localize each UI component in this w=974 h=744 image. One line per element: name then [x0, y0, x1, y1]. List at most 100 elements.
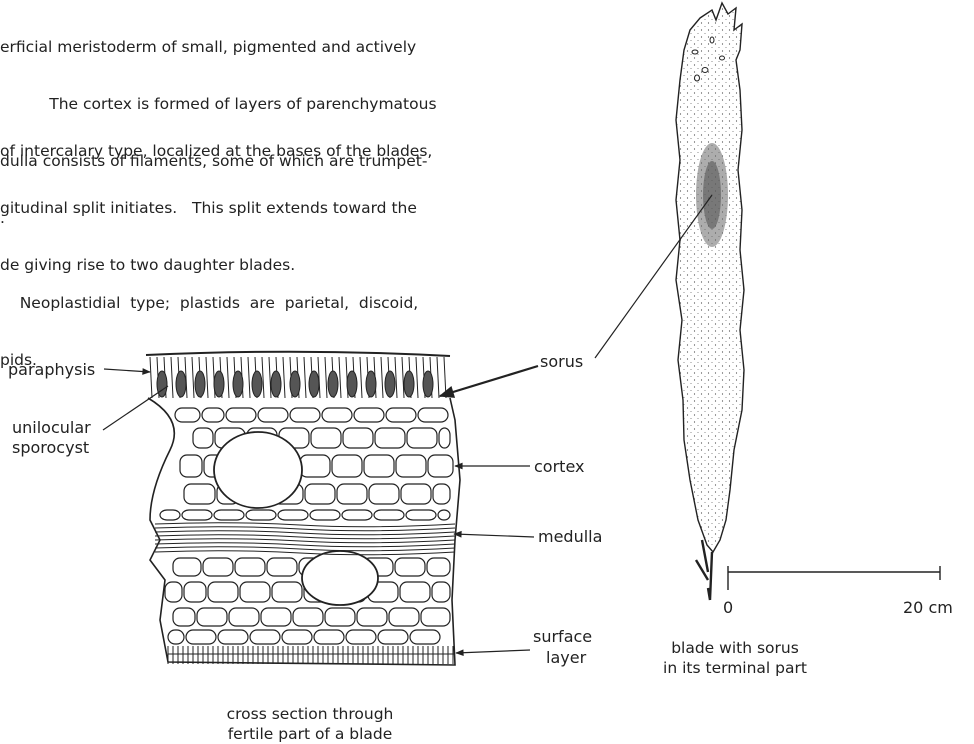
- parenchyma-cell: [180, 455, 202, 477]
- parenchyma-cell: [182, 510, 212, 520]
- parenchyma-cell: [374, 510, 404, 520]
- parenchyma-cell: [354, 408, 384, 422]
- unilocular-sporocyst: [328, 371, 338, 397]
- parenchyma-cell: [322, 408, 352, 422]
- parenchyma-cell: [332, 455, 362, 477]
- unilocular-sporocyst: [385, 371, 395, 397]
- unilocular-sporocyst: [290, 371, 300, 397]
- parenchyma-cell: [214, 510, 244, 520]
- parenchyma-cell: [293, 608, 323, 626]
- paraphysis-layer: [150, 357, 446, 398]
- parenchyma-cell: [272, 582, 302, 602]
- paraphysis-filament: [206, 357, 208, 398]
- medulla-filament: [155, 551, 455, 555]
- parenchyma-cell: [342, 510, 372, 520]
- blade-caption: blade with sorus in its terminal part: [630, 638, 840, 678]
- parenchyma-cell: [337, 484, 367, 504]
- medulla-leader: [454, 534, 534, 537]
- paraphysis-leader: [104, 369, 150, 372]
- medulla-filament: [155, 527, 455, 531]
- paraphysis-filament: [444, 357, 446, 398]
- parenchyma-cell: [290, 408, 320, 422]
- parenchyma-cell: [418, 408, 448, 422]
- parenchyma-cell: [343, 428, 373, 448]
- blade-drawing: [595, 3, 940, 600]
- paraphysis-filament: [402, 357, 404, 398]
- medulla-band: [155, 523, 455, 555]
- caption-line: cross section through: [180, 704, 440, 724]
- parenchyma-cell: [186, 630, 216, 644]
- paraphysis-filament: [283, 357, 285, 398]
- label-sorus: sorus: [540, 352, 583, 371]
- parenchyma-cell: [229, 608, 259, 626]
- paraphysis-filament: [395, 357, 397, 398]
- unilocular-sporocyst: [214, 371, 224, 397]
- parenchyma-cell: [184, 484, 215, 504]
- paraphysis-filament: [416, 357, 418, 398]
- parenchyma-cell: [168, 630, 184, 644]
- parenchyma-cell: [314, 630, 344, 644]
- parenchyma-cell: [427, 558, 450, 576]
- parenchyma-cell: [386, 408, 416, 422]
- parenchyma-cell: [246, 510, 276, 520]
- paraphysis-filament: [171, 357, 173, 398]
- parenchyma-cell: [175, 408, 200, 422]
- unilocular-sporocyst: [233, 371, 243, 397]
- paraphysis-filament: [325, 357, 327, 398]
- blade-outline: [676, 3, 744, 552]
- medulla-filament: [155, 547, 455, 551]
- parenchyma-cell: [240, 582, 270, 602]
- parenchyma-cell: [310, 510, 340, 520]
- parenchyma-cell: [401, 484, 431, 504]
- unilocular-sporocyst: [271, 371, 281, 397]
- paraphysis-filament: [227, 357, 229, 398]
- parenchyma-cell: [208, 582, 238, 602]
- medulla-filament: [155, 523, 455, 527]
- unilocular-sporocyst: [252, 371, 262, 397]
- parenchyma-cell: [311, 428, 341, 448]
- parenchyma-cell: [439, 428, 450, 448]
- medulla-filament: [155, 543, 455, 547]
- paraphysis-filament: [381, 357, 383, 398]
- paraphysis-filament: [304, 357, 306, 398]
- parenchyma-cell: [369, 484, 399, 504]
- paraphysis-filament: [269, 357, 271, 398]
- parenchyma-cell: [428, 455, 453, 477]
- parenchyma-cell: [433, 484, 450, 504]
- label-cortex: cortex: [534, 457, 584, 476]
- cross-section-caption: cross section through fertile part of a …: [180, 704, 440, 744]
- parenchyma-cell: [364, 455, 394, 477]
- parenchyma-cell: [193, 428, 213, 448]
- parenchyma-cell: [173, 608, 195, 626]
- medulla-filament: [155, 531, 455, 535]
- parenchyma-cell: [389, 608, 419, 626]
- parenchyma-cell: [375, 428, 405, 448]
- unilocular-sporocyst: [195, 371, 205, 397]
- parenchyma-cell: [160, 510, 180, 520]
- label-unilocular: unilocular: [12, 418, 91, 437]
- caption-line: in its terminal part: [630, 658, 840, 678]
- caption-line: fertile part of a blade: [180, 724, 440, 744]
- parenchyma-cell: [282, 630, 312, 644]
- parenchyma-cell: [396, 455, 426, 477]
- parenchyma-cell: [278, 510, 308, 520]
- parenchyma-cell: [438, 510, 450, 520]
- large-medulla-cell: [302, 551, 378, 605]
- sorus-leader: [440, 366, 538, 396]
- label-medulla: medulla: [538, 527, 602, 546]
- paraphysis-filament: [339, 357, 341, 398]
- medulla-filament: [155, 535, 455, 539]
- parenchyma-cell: [421, 608, 450, 626]
- paraphysis-filament: [262, 357, 264, 398]
- parenchyma-cell: [258, 408, 288, 422]
- parenchyma-cell: [261, 608, 291, 626]
- label-sporocyst: sporocyst: [12, 438, 89, 457]
- parenchyma-cell: [235, 558, 265, 576]
- parenchyma-cell: [184, 582, 206, 602]
- parenchyma-cell: [300, 455, 330, 477]
- parenchyma-cell: [250, 630, 280, 644]
- surface-layer: [168, 646, 455, 664]
- parenchyma-cell: [346, 630, 376, 644]
- parenchyma-cell: [400, 582, 430, 602]
- paraphysis-filament: [437, 357, 439, 398]
